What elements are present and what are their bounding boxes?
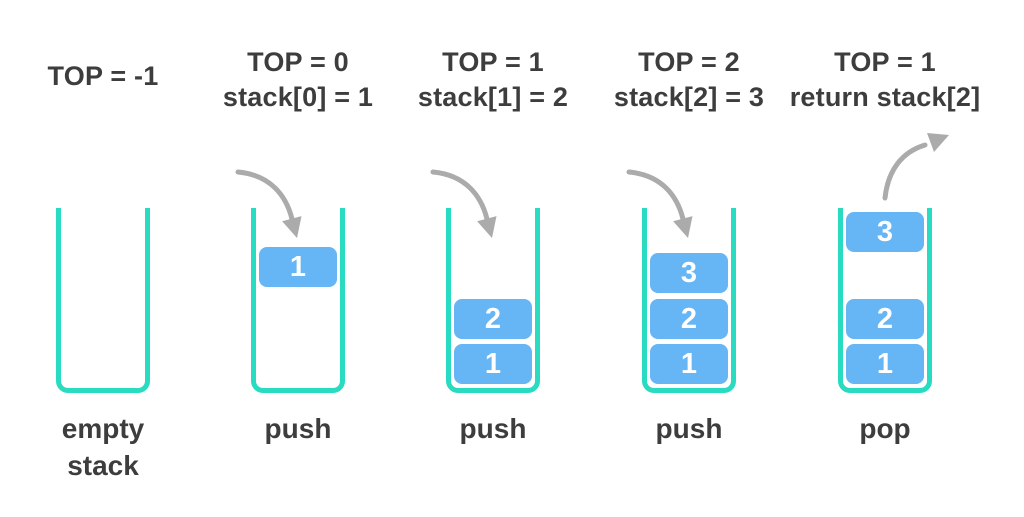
stack-container [56, 208, 150, 393]
stage-label: empty stack [5, 410, 201, 484]
stack-block: 2 [846, 299, 924, 339]
header-line: TOP = 2 [638, 47, 740, 77]
label-line: empty [61, 413, 145, 444]
stage-header: TOP = -1 [0, 59, 211, 94]
stage-label: push [395, 410, 591, 447]
stack-container [642, 208, 736, 393]
header-line: TOP = -1 [47, 61, 159, 91]
stack-block: 2 [650, 299, 728, 339]
stack-block: 1 [846, 344, 924, 384]
stage-label: pop [787, 410, 983, 447]
label-line: stack [67, 450, 139, 481]
header-line: TOP = 1 [442, 47, 544, 77]
stage-header: TOP = 2 stack[2] = 3 [581, 45, 797, 115]
header-line: stack[1] = 2 [417, 82, 569, 112]
stage-push-third: TOP = 2 stack[2] = 3 3 2 1 push [591, 0, 787, 517]
stage-header: TOP = 0 stack[0] = 1 [190, 45, 406, 115]
pop-arrow-icon [882, 133, 949, 201]
stage-push-first: TOP = 0 stack[0] = 1 1 push [200, 0, 396, 517]
label-line: push [459, 413, 527, 444]
header-line: stack[2] = 3 [613, 82, 765, 112]
label-line: push [655, 413, 723, 444]
stage-push-second: TOP = 1 stack[1] = 2 2 1 push [395, 0, 591, 517]
stage-pop: TOP = 1 return stack[2] 3 2 1 pop [787, 0, 983, 517]
header-line: TOP = 1 [834, 47, 936, 77]
header-line: return stack[2] [789, 82, 981, 112]
push-arrow-icon [430, 169, 497, 238]
stage-label: push [591, 410, 787, 447]
push-arrow-icon [235, 169, 302, 238]
stage-header: TOP = 1 return stack[2] [777, 45, 993, 115]
header-line: TOP = 0 [247, 47, 349, 77]
label-line: push [264, 413, 332, 444]
header-line: stack[0] = 1 [222, 82, 374, 112]
stage-header: TOP = 1 stack[1] = 2 [385, 45, 601, 115]
stage-label: push [200, 410, 396, 447]
stack-container [251, 208, 345, 393]
stack-block-popped: 3 [846, 212, 924, 252]
stack-block: 3 [650, 253, 728, 293]
stack-container [446, 208, 540, 393]
stack-block: 2 [454, 299, 532, 339]
stack-container [838, 208, 932, 393]
stack-block: 1 [650, 344, 728, 384]
stage-empty-stack: TOP = -1 empty stack [5, 0, 201, 517]
push-arrow-icon [626, 169, 693, 238]
stack-block: 1 [454, 344, 532, 384]
stack-block: 1 [259, 247, 337, 287]
label-line: pop [859, 413, 911, 444]
